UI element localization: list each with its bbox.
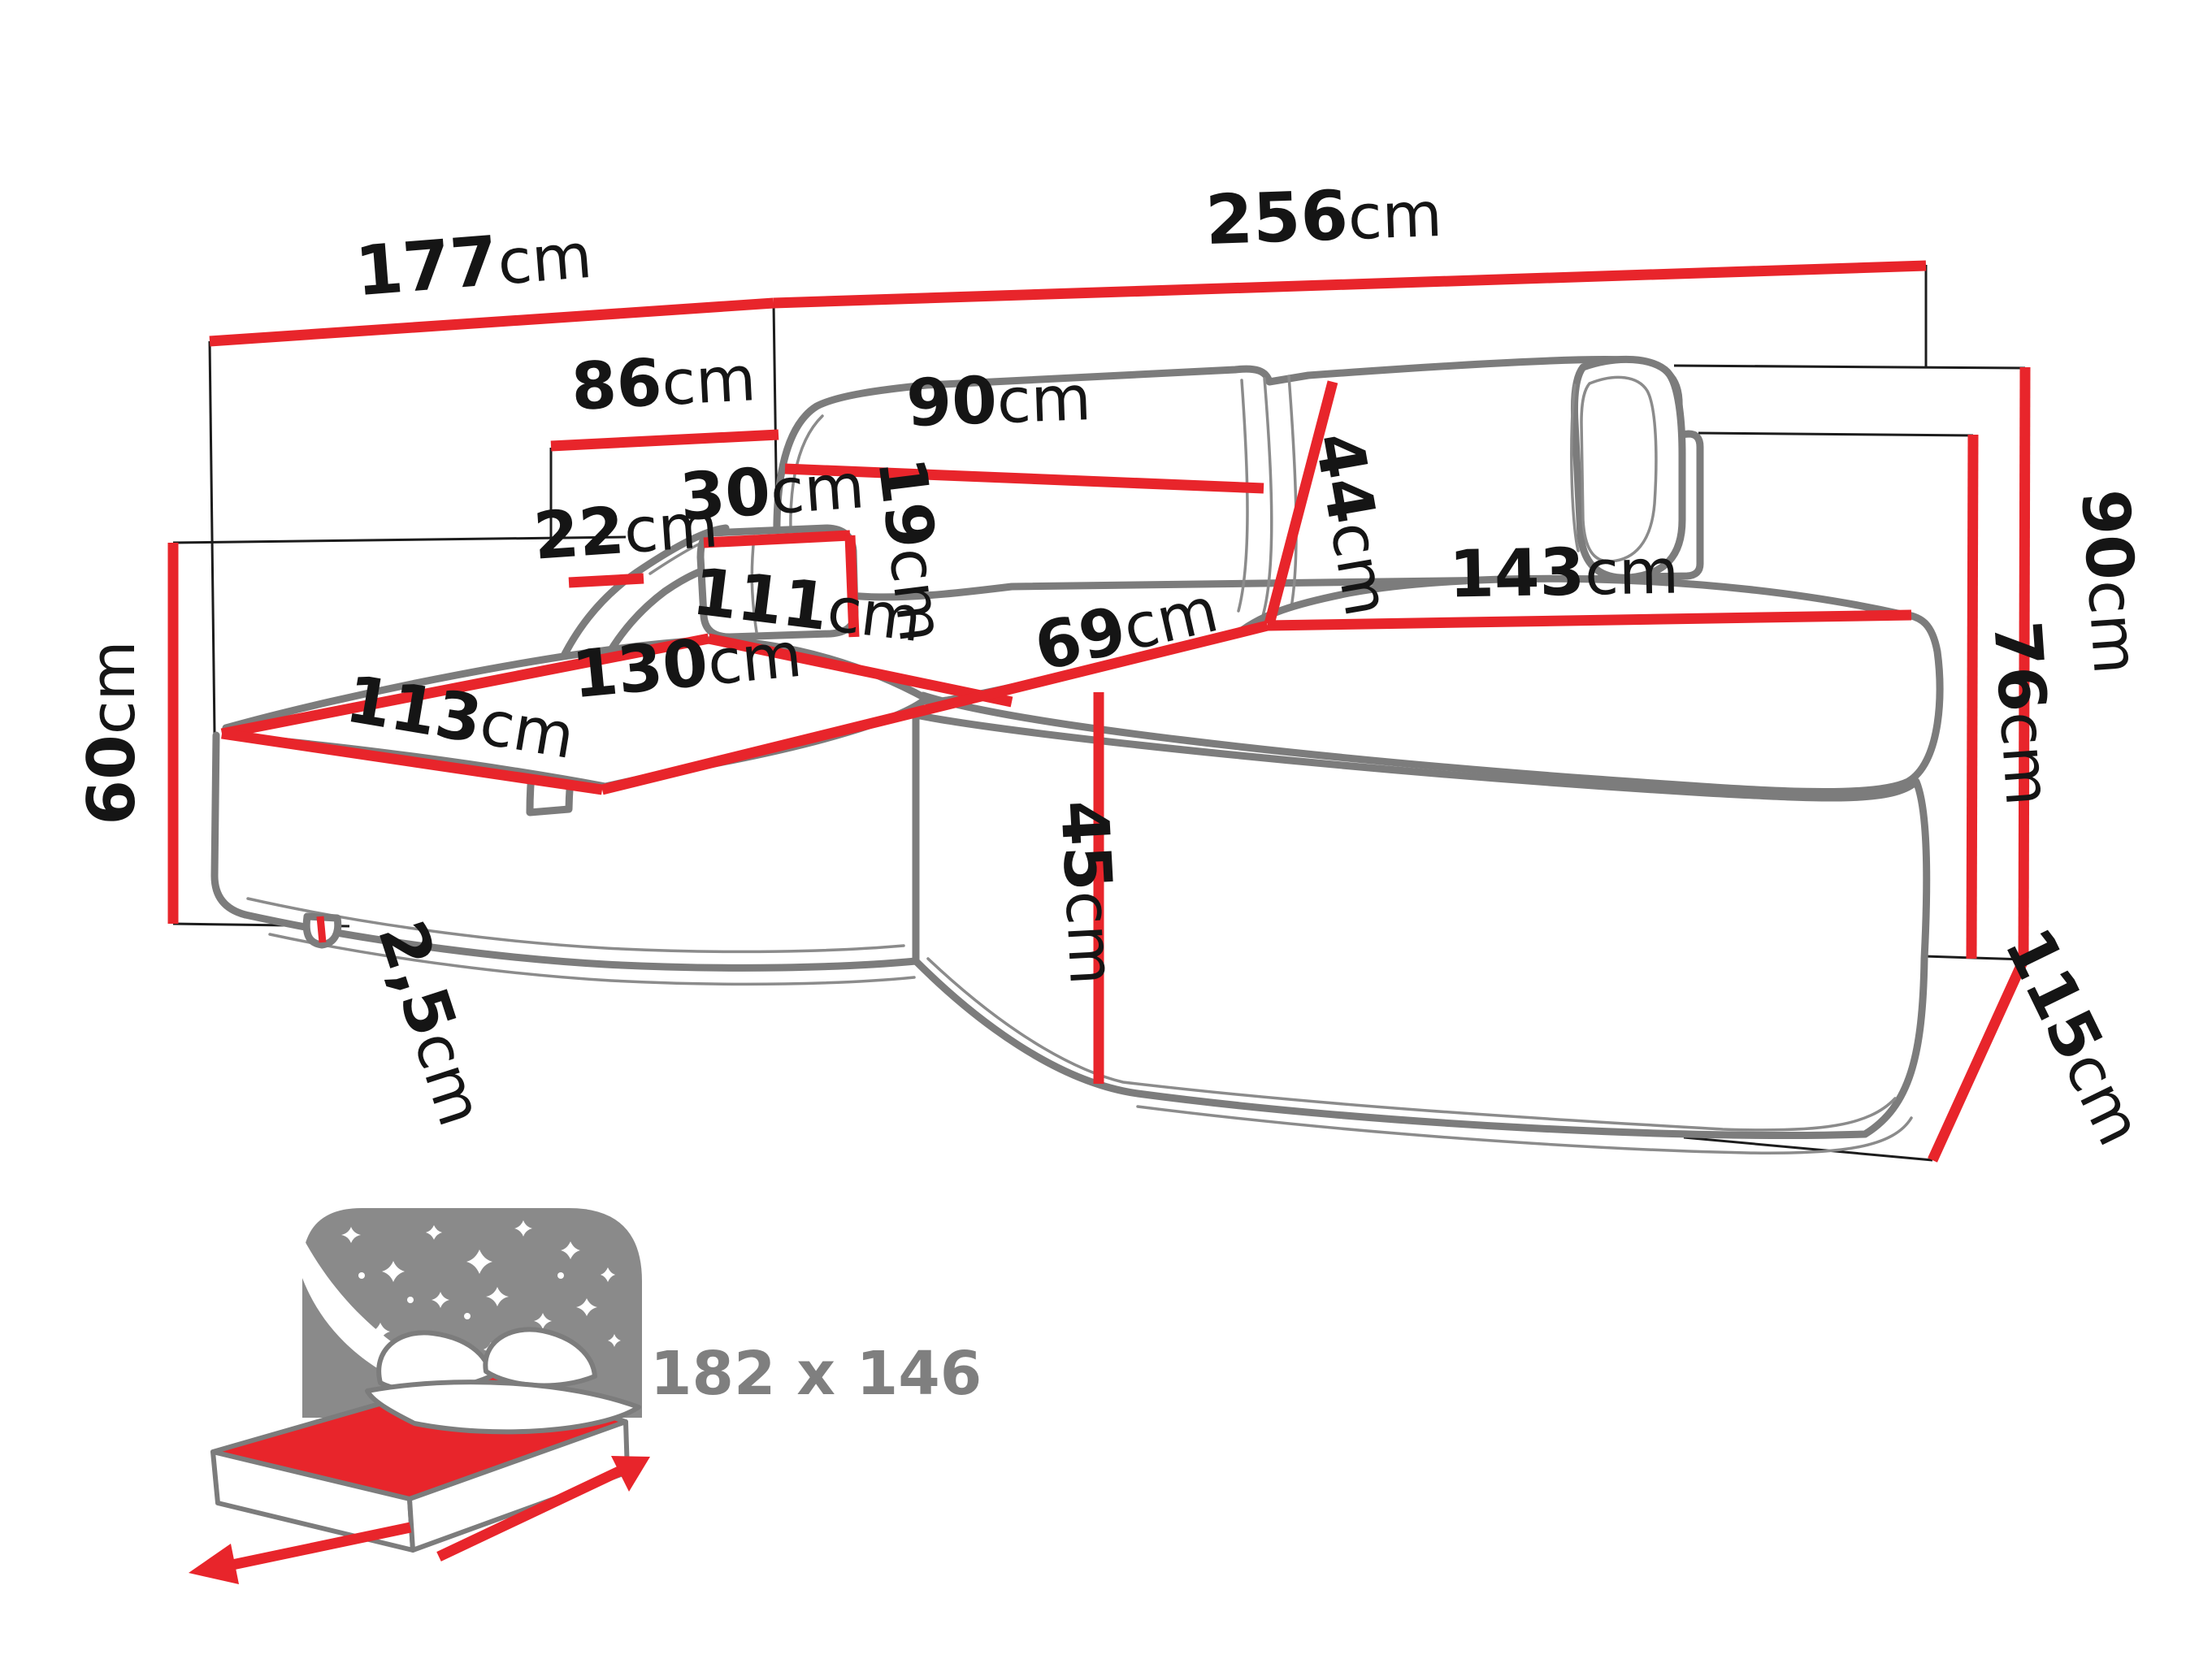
chaise-base-left-edge — [210, 731, 249, 919]
dim-line-76 — [1966, 434, 1979, 959]
dim-line-111 — [707, 633, 1013, 708]
bolster-endcap — [1580, 375, 1658, 563]
proj-total-height-ref — [1673, 364, 2026, 370]
dim-label-256: 256cm — [1204, 172, 1443, 260]
right-base-shadow — [1136, 1105, 1913, 1154]
bed-size-label: 182 x 146 — [650, 1339, 982, 1409]
dim-label-90-height: 90cm — [2067, 487, 2155, 677]
dim-label-177: 177cm — [353, 214, 595, 312]
dim-label-90-backrest: 90cm — [905, 359, 1092, 441]
dim-label-44: 44cm — [1300, 427, 1407, 622]
dim-line-90-height — [2018, 366, 2031, 959]
backrest-pleat-2 — [1261, 377, 1273, 617]
projection-lines — [172, 265, 2026, 1162]
stars-icon — [341, 1220, 621, 1371]
dim-line-44 — [1264, 380, 1338, 626]
bolster-echo — [1570, 383, 1580, 552]
dim-line-130-69 — [601, 620, 1269, 795]
dim-label-22: 22cm — [531, 486, 721, 574]
dim-label-45: 45cm — [1046, 799, 1131, 987]
backrest-pleat-1 — [1237, 379, 1249, 613]
sofa-outline — [210, 355, 1944, 1154]
dim-line-256 — [773, 260, 1927, 309]
dim-label-76: 76cm — [1979, 619, 2067, 808]
proj-seat-height-ref — [172, 535, 627, 544]
proj-armrest-height-ref — [1698, 431, 1974, 437]
bed-duvet — [365, 1380, 641, 1435]
dim-line-113 — [221, 728, 603, 795]
dim-label-60: 60cm — [74, 640, 150, 825]
proj-left-drop — [208, 340, 216, 734]
dim-label-143: 143cm — [1448, 533, 1679, 613]
dim-line-86 — [550, 429, 779, 452]
dim-label-69: 69cm — [1028, 570, 1225, 686]
chaise-base-shadow — [268, 933, 916, 986]
dim-line-30 — [703, 530, 851, 548]
dim-line-143 — [1267, 609, 1912, 631]
bed-size-arrows — [189, 1456, 650, 1584]
dim-line-22 — [568, 573, 644, 588]
dim-label-115: 115cm — [1990, 916, 2159, 1156]
dim-label-86: 86cm — [570, 340, 758, 425]
dim-label-30: 30cm — [678, 447, 867, 535]
right-base-piping — [926, 957, 1897, 1132]
pouf-seam — [750, 535, 758, 634]
dim-label-111: 111cm — [688, 553, 926, 656]
dim-label-19: 19cm — [863, 453, 961, 646]
dim-line-chaise-back-left — [220, 633, 710, 739]
chaise-base-bottom — [241, 911, 920, 972]
dim-line-90-backrest — [784, 463, 1264, 494]
dim-line-115 — [1928, 958, 2028, 1163]
proj-115-ext — [1683, 1136, 1933, 1162]
sofa-bed-pictogram: 182 x 146 — [189, 1208, 982, 1584]
dim-label-2-5: 2,5cm — [363, 912, 500, 1135]
chaise-base-piping — [246, 897, 905, 954]
dimension-lines — [167, 260, 2031, 1163]
dim-label-130: 130cm — [569, 616, 805, 713]
right-base — [912, 711, 1931, 1140]
backrest — [773, 356, 1686, 601]
bolster-armrest — [1571, 355, 1686, 582]
dim-line-177 — [209, 297, 774, 347]
dim-line-leg-2-5 — [316, 916, 327, 943]
dim-line-19 — [844, 535, 860, 638]
